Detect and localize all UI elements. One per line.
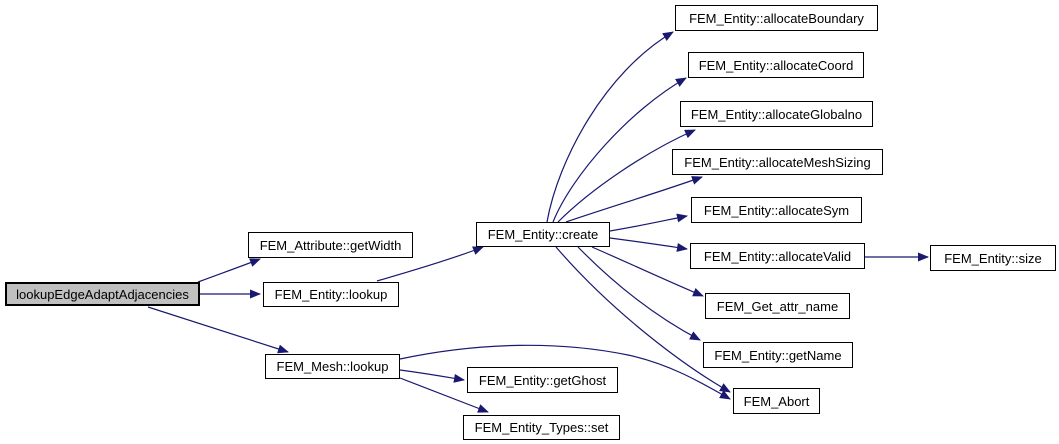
node-getName[interactable]: FEM_Entity::getName bbox=[703, 342, 853, 368]
node-typesSet[interactable]: FEM_Entity_Types::set bbox=[463, 415, 620, 440]
node-root[interactable]: lookupEdgeAdaptAdjacencies bbox=[5, 282, 200, 306]
edge-meshLookup-to-typesSet bbox=[399, 377, 489, 413]
node-size[interactable]: FEM_Entity::size bbox=[930, 245, 1056, 271]
node-abort[interactable]: FEM_Abort bbox=[733, 388, 820, 414]
node-meshLookup[interactable]: FEM_Mesh::lookup bbox=[265, 354, 400, 379]
node-allocateValid[interactable]: FEM_Entity::allocateValid bbox=[690, 243, 865, 269]
edge-create-to-allocateCoord bbox=[552, 77, 687, 223]
node-create[interactable]: FEM_Entity::create bbox=[476, 222, 610, 247]
edge-create-to-getAttrName bbox=[591, 246, 704, 297]
node-allocateMeshSizing[interactable]: FEM_Entity::allocateMeshSizing bbox=[672, 149, 883, 175]
node-getAttrName[interactable]: FEM_Get_attr_name bbox=[705, 293, 850, 319]
node-getWidth[interactable]: FEM_Attribute::getWidth bbox=[248, 232, 413, 258]
edge-meshLookup-to-abort bbox=[399, 344, 731, 400]
edge-meshLookup-to-getGhost bbox=[399, 369, 465, 383]
node-entityLookup[interactable]: FEM_Entity::lookup bbox=[263, 282, 399, 307]
edge-create-to-allocateValid bbox=[609, 237, 688, 252]
node-allocateBoundary[interactable]: FEM_Entity::allocateBoundary bbox=[675, 5, 878, 31]
edge-create-to-allocateBoundary bbox=[546, 31, 674, 223]
edge-create-to-allocateGlobalno bbox=[557, 129, 696, 223]
node-allocateGlobalno[interactable]: FEM_Entity::allocateGlobalno bbox=[680, 101, 873, 127]
edge-create-to-allocateSym bbox=[609, 213, 688, 232]
node-allocateCoord[interactable]: FEM_Entity::allocateCoord bbox=[688, 52, 864, 78]
node-getGhost[interactable]: FEM_Entity::getGhost bbox=[467, 367, 618, 393]
edge-root-to-getWidth bbox=[197, 258, 261, 283]
edge-root-to-meshLookup bbox=[147, 306, 289, 354]
edge-entityLookup-to-create bbox=[376, 246, 484, 282]
edge-create-to-getName bbox=[577, 246, 701, 341]
node-allocateSym[interactable]: FEM_Entity::allocateSym bbox=[691, 197, 862, 223]
edge-create-to-allocateMeshSizing bbox=[565, 176, 703, 223]
edge-create-to-abort bbox=[555, 246, 731, 393]
